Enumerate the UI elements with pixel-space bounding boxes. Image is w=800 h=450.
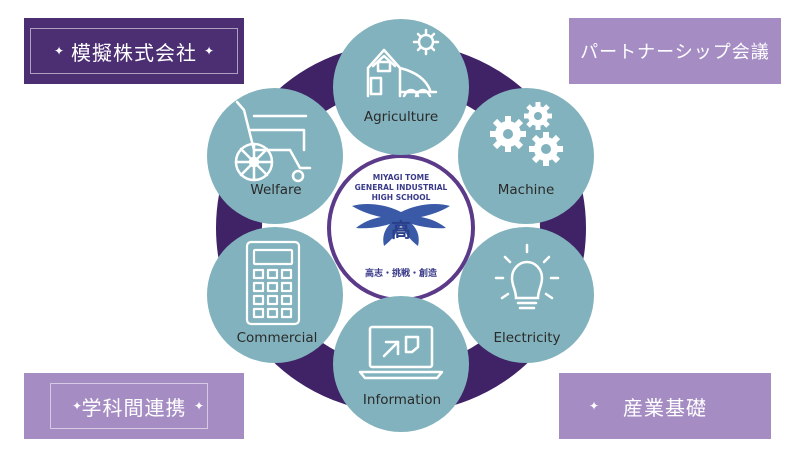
node-commercial[interactable]: Commercial — [207, 227, 343, 363]
node-machine[interactable]: Machine — [458, 88, 594, 224]
box-label-industrial-basics: 産業基礎 — [623, 395, 707, 420]
wheelchair-icon — [234, 100, 312, 183]
barn-icon — [366, 28, 440, 98]
box-inner-frame — [30, 28, 238, 74]
box-label-mock-company: 模擬株式会社 — [71, 40, 197, 65]
box-label-interdepartmental: 学科間連携 — [81, 395, 187, 420]
school-name-line1: MIYAGI TOME — [373, 173, 429, 182]
box-bottom-left: ✦ 学科間連携 ✦ — [24, 373, 244, 439]
box-top-left: ✦ 模擬株式会社 ✦ — [24, 18, 244, 84]
school-motto: 高志・挑戦・創造 — [365, 267, 438, 279]
node-label-machine: Machine — [498, 182, 555, 198]
box-bottom-right: ✦ 産業基礎 — [559, 373, 771, 439]
calculator-icon — [245, 240, 301, 326]
wings-icon — [352, 204, 450, 246]
node-welfare[interactable]: Welfare — [207, 88, 343, 224]
computer-icon — [358, 325, 444, 380]
center-emblem: MIYAGI TOME GENERAL INDUSTRIAL HIGH SCHO… — [327, 154, 475, 302]
school-name-line3: HIGH SCHOOL — [372, 193, 431, 202]
sparkle-icon: ✦ — [589, 399, 600, 413]
node-information[interactable]: Information — [333, 296, 469, 432]
sparkle-icon: ✦ — [193, 399, 204, 413]
node-label-commercial: Commercial — [237, 330, 318, 346]
node-electricity[interactable]: Electricity — [458, 227, 594, 363]
sparkle-icon: ✦ — [203, 44, 214, 58]
emblem-character: 高 — [391, 218, 411, 242]
node-agriculture[interactable]: Agriculture — [333, 19, 469, 155]
node-label-electricity: Electricity — [493, 330, 560, 346]
box-inner-frame — [50, 383, 208, 429]
sparkle-icon: ✦ — [72, 399, 83, 413]
school-name-line2: GENERAL INDUSTRIAL — [355, 183, 448, 192]
gears-icon — [490, 102, 563, 166]
node-label-agriculture: Agriculture — [364, 109, 438, 125]
box-label-partnership-meeting: パートナーシップ会議 — [580, 42, 770, 63]
node-label-welfare: Welfare — [250, 182, 301, 198]
sparkle-icon: ✦ — [54, 44, 65, 58]
node-label-information: Information — [363, 392, 441, 408]
box-top-right: パートナーシップ会議 — [569, 18, 781, 84]
lightbulb-icon — [494, 243, 560, 310]
